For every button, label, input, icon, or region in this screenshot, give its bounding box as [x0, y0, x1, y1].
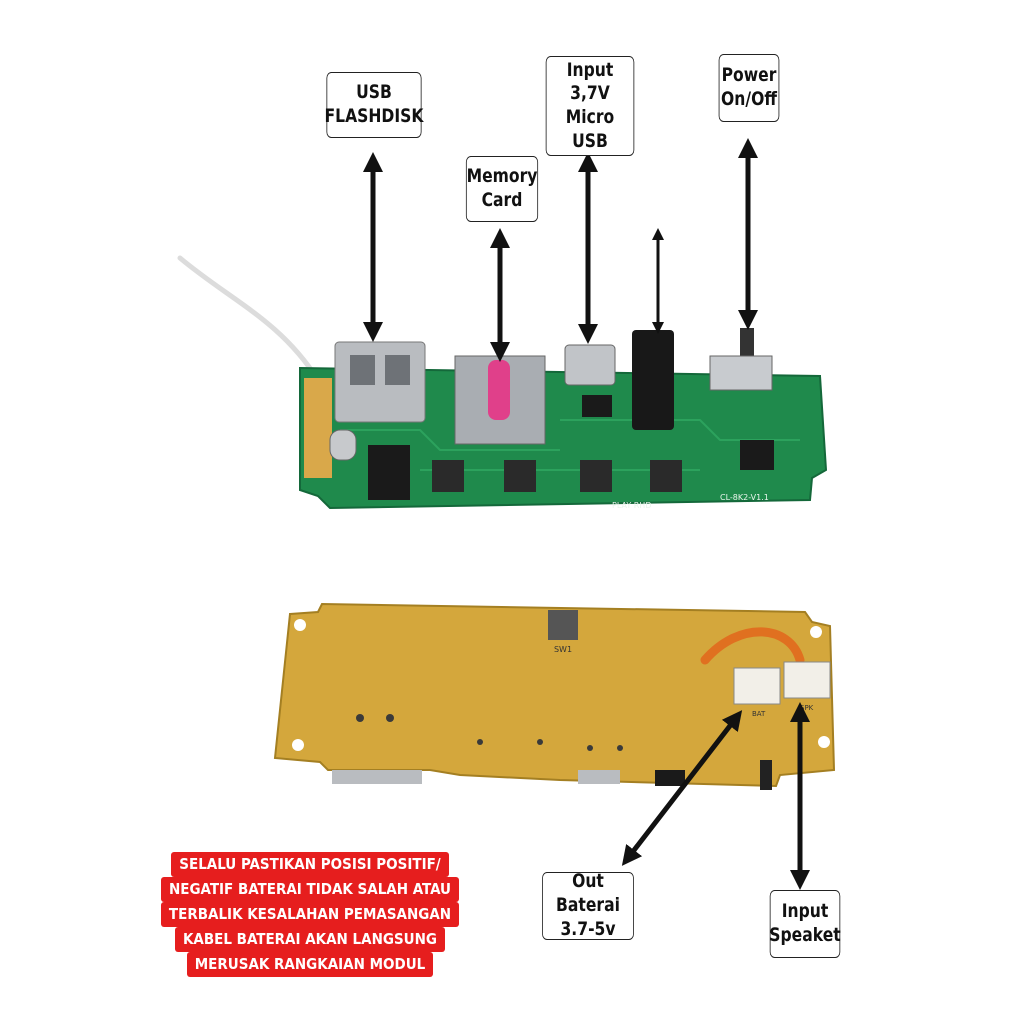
- arrow-out-baterai: [621, 710, 743, 866]
- button-3: [580, 460, 612, 492]
- battery-wire: [700, 627, 805, 665]
- label-usb-flashdisk: USB FLASHDISK: [325, 72, 423, 138]
- label-out-baterai: Out Baterai 3.7-5v: [542, 870, 634, 940]
- battery-connector: [733, 667, 781, 705]
- back-pcb: SW1 BAT SPK: [273, 602, 836, 790]
- label-input-micro-usb: Input 3,7V Micro USB: [545, 56, 635, 156]
- button-2: [504, 460, 536, 492]
- label-memory-card: Memory Card: [465, 156, 539, 222]
- switch-pad-label: SW1: [554, 645, 572, 654]
- back-switch-edge: [760, 760, 772, 790]
- switch-pad: [548, 610, 578, 640]
- label-input-speaker: Input Speaket: [769, 890, 841, 958]
- warning-line-5: MERUSAK RANGKAIAN MODUL: [186, 952, 434, 977]
- amplifier-ic: [740, 440, 774, 470]
- usb-port: [334, 341, 426, 423]
- warning-line-2: NEGATIF BATERAI TIDAK SALAH ATAU: [160, 877, 460, 902]
- button-1: [432, 460, 464, 492]
- speaker-connector: [783, 661, 831, 699]
- micro-usb-port: [564, 344, 616, 386]
- board-id-silkscreen: CL-8K2-V1.1: [720, 493, 769, 502]
- audio-jack: [632, 330, 674, 430]
- warning-line-4: KABEL BATERAI AKAN LANGSUNG: [174, 927, 446, 952]
- warning-line-1: SELALU PASTIKAN POSISI POSITIF/: [171, 852, 449, 877]
- power-switch: [709, 355, 773, 391]
- back-microusb-edge: [578, 770, 620, 784]
- battery-warning: SELALU PASTIKAN POSISI POSITIF/ NEGATIF …: [150, 852, 470, 977]
- battery-edge-contacts: [304, 378, 332, 478]
- antenna-wire: [177, 255, 321, 383]
- back-jack-edge: [655, 770, 685, 786]
- button-silkscreen: PLAY RHD: [612, 501, 651, 510]
- warning-line-3: TERBALIK KESALAHAN PEMASANGAN: [160, 902, 460, 927]
- front-pcb: PLAY RHD CL-8K2-V1.1: [299, 328, 828, 510]
- power-switch-handle: [740, 328, 754, 358]
- back-usb-edge: [332, 770, 422, 784]
- regulator-chip: [582, 395, 612, 417]
- bat-label: BAT: [752, 710, 766, 718]
- decoder-ic: [368, 445, 410, 500]
- button-4: [650, 460, 682, 492]
- label-power-on-off: Power On/Off: [718, 54, 780, 122]
- memory-card-slot: [454, 355, 546, 445]
- crystal-oscillator: [329, 429, 357, 461]
